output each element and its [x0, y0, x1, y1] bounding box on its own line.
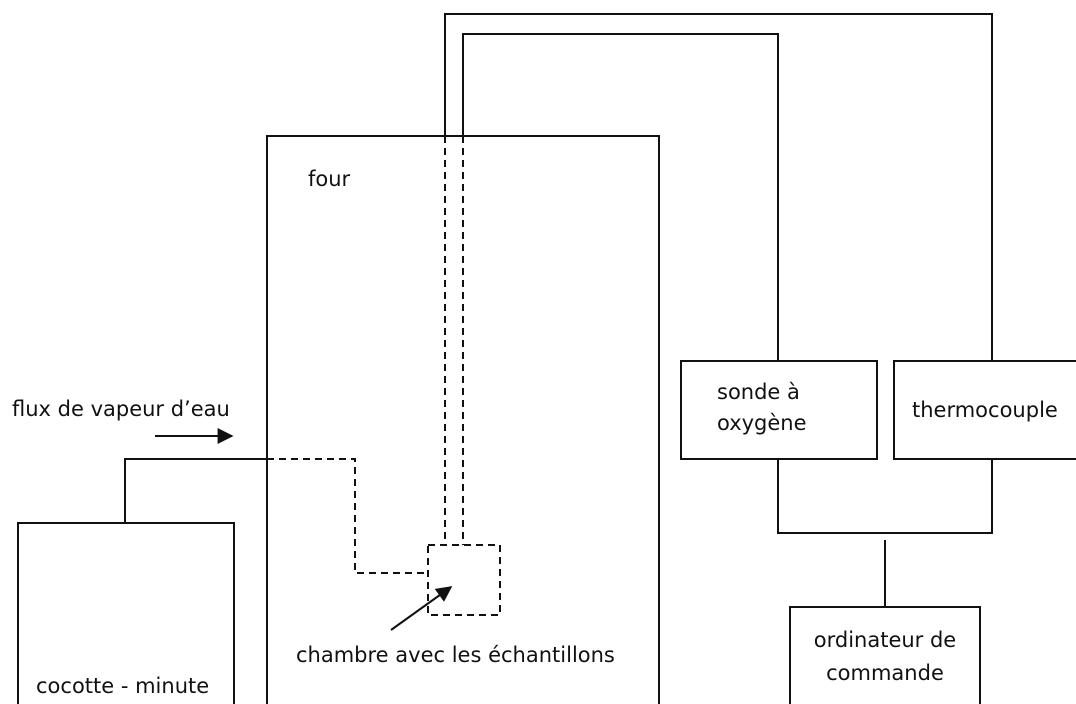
sensor-bus-wire: [777, 459, 993, 534]
oxygen-probe-box: [680, 360, 878, 460]
control-computer-label-line2: commande: [826, 661, 944, 685]
control-computer-box: [789, 606, 981, 704]
thermocouple-box: [893, 360, 1076, 460]
oxygen-probe-wire: [462, 33, 779, 361]
pressure-cooker-box: [17, 522, 235, 704]
oxygen-probe-label-line1: sonde à: [717, 380, 800, 404]
thermocouple-label: thermocouple: [912, 398, 1058, 422]
oxygen-probe-label-line2: oxygène: [717, 411, 807, 435]
steam-pipe-inside: [267, 458, 428, 574]
chamber-pointer-arrow: [390, 586, 453, 631]
steam-pipe-outside: [124, 458, 267, 523]
control-computer-label-line1: ordinateur de: [814, 628, 956, 652]
chamber-label: chambre avec les échantillons: [296, 643, 615, 667]
sample-chamber: [427, 544, 501, 616]
pressure-cooker-label: cocotte - minute: [36, 674, 209, 698]
thermocouple-wire: [444, 13, 993, 361]
steam-flow-label: flux de vapeur d’eau: [12, 397, 230, 421]
oven-label: four: [308, 167, 351, 191]
